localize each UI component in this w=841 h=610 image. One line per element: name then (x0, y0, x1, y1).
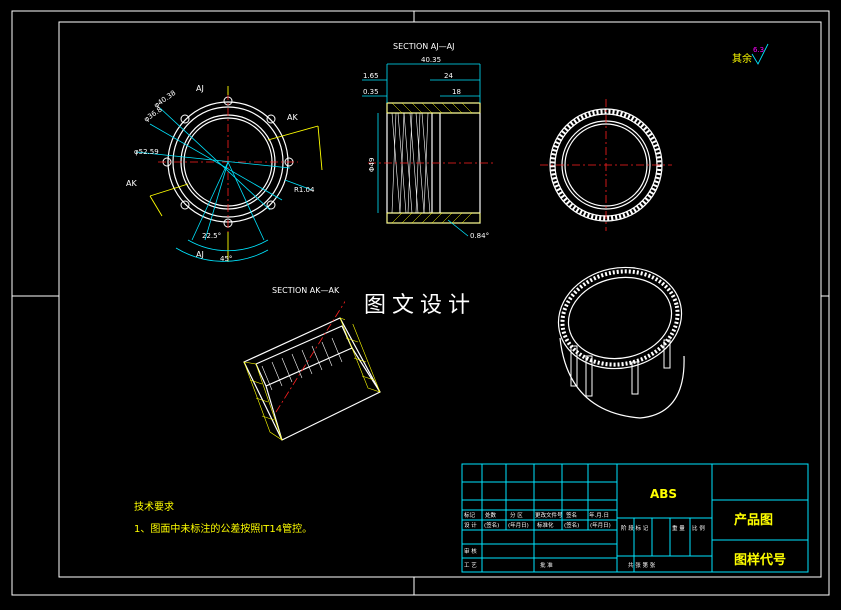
dim-18: 18 (452, 88, 461, 96)
tb-mark-3: 更改文件号 (535, 511, 563, 519)
tb-mark-4: 签名 (566, 511, 577, 519)
dim-angle-section: 0.84° (470, 232, 489, 240)
label-ak-right: AK (287, 113, 298, 122)
tb-process-0: 工 艺 (464, 562, 477, 569)
tb-design-1: (签名) (484, 521, 499, 529)
dim-angle2: 45° (220, 255, 232, 263)
notes-line1: 1、图面中未标注的公差按照IT14管控。 (134, 522, 312, 535)
section-aj-view: SECTION AJ—AJ (362, 42, 494, 240)
tb-design-0: 设 计 (464, 521, 477, 529)
tb-stage-2: 比 例 (692, 524, 705, 532)
tb-stage-0: 阶 段 标 记 (621, 524, 649, 532)
dim-dia: Φ49 (368, 158, 376, 172)
tb-design-4: (签名) (564, 521, 579, 529)
label-ak-left: AK (126, 179, 137, 188)
dim-165: 1.65 (363, 72, 379, 80)
tb-stage-1: 重 量 (672, 524, 685, 532)
centering-marks (12, 11, 829, 595)
section-ak-view: SECTION AK—AK (243, 286, 381, 441)
tb-design-3: 标准化 (537, 521, 554, 529)
tb-review-0: 审 核 (464, 547, 477, 555)
tb-design-2: (年月日) (508, 521, 529, 529)
tb-mark-2: 分 区 (510, 511, 523, 519)
dim-angle1: 22.5° (202, 232, 221, 240)
top-view-right (540, 99, 672, 231)
watermark: 图文设计 (345, 288, 495, 324)
dim-r: R1.04 (294, 186, 315, 194)
tb-mark-1: 处数 (485, 511, 497, 519)
tb-mark-5: 年.月.日 (589, 511, 609, 519)
isometric-view (557, 266, 685, 419)
drawing-name: 产品图 (734, 512, 773, 528)
dim-035: 0.35 (363, 88, 379, 96)
roughness-label: 其余 (732, 52, 752, 65)
title-block: ABS 产品图 图样代号 标记 处数 分 区 更改文件号 签名 年.月.日 设 … (461, 463, 809, 573)
material: ABS (650, 487, 677, 501)
dim-d3: φ52.59 (134, 148, 159, 156)
tb-sheets-0: 共 张 第 张 (628, 561, 656, 569)
tb-mark-0: 标记 (464, 511, 476, 519)
roughness-symbol: 其余 6.3 (732, 43, 769, 65)
drawing-code: 图样代号 (734, 552, 786, 568)
dim-d2: φ36.8 (143, 105, 164, 123)
section-ak-title: SECTION AK—AK (272, 286, 340, 295)
label-aj-top: AJ (196, 84, 204, 93)
notes-title: 技术要求 (134, 500, 174, 513)
label-aj-bottom: AJ (196, 250, 204, 259)
roughness-value: 6.3 (753, 46, 764, 54)
tb-design-5: (年月日) (590, 521, 611, 529)
inner-frame (58, 21, 822, 578)
outer-frame (11, 10, 830, 596)
dim-24: 24 (444, 72, 453, 80)
front-view: AJ AK AK AJ φ40.38 φ36.8 φ52.59 R1.04 22… (126, 84, 323, 263)
dim-total: 40.35 (421, 56, 441, 64)
tb-process-1: 批 准 (540, 561, 553, 569)
section-aj-title: SECTION AJ—AJ (393, 42, 454, 51)
